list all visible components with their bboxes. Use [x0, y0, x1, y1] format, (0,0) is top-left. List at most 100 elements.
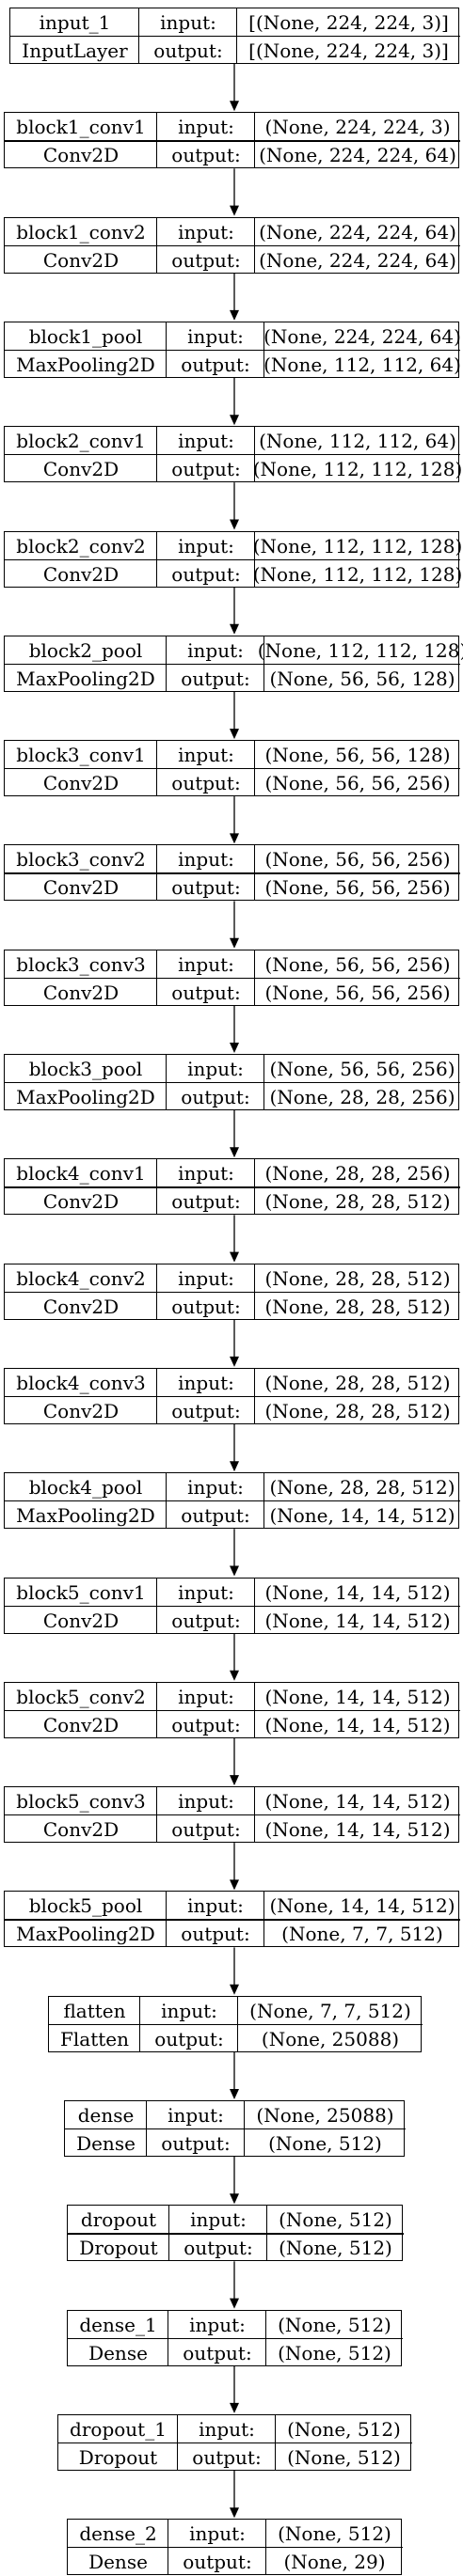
layer-name: block3_pool	[28, 1058, 143, 1080]
row-divider	[5, 244, 255, 246]
row-divider	[255, 454, 460, 456]
input-label: input:	[187, 1476, 244, 1500]
layer-type: MaxPooling2D	[16, 1504, 155, 1528]
output-shape: (None, 28, 28, 256)	[269, 1086, 455, 1108]
input-shape: (None, 224, 224, 64)	[263, 324, 461, 348]
edge-arrow	[230, 1423, 239, 1472]
input-label: input:	[178, 1266, 234, 1290]
layer-type: Dense	[88, 2551, 148, 2574]
output-shape: (None, 512)	[278, 2341, 391, 2364]
output-label: output:	[171, 562, 241, 586]
input-label: input:	[189, 2313, 246, 2336]
layer-name: block1_conv2	[16, 220, 146, 243]
row-divider	[5, 1919, 264, 1921]
input-shape: (None, 56, 56, 256)	[269, 1058, 455, 1080]
layer-name: block5_conv3	[16, 1790, 146, 1814]
row-divider	[5, 1605, 255, 1607]
row-divider	[255, 1605, 460, 1607]
row-divider	[266, 2337, 403, 2339]
layer-name: block3_conv1	[16, 744, 146, 767]
input-shape: (None, 112, 112, 64)	[259, 430, 456, 453]
output-label: output:	[181, 1923, 250, 1946]
row-divider	[276, 2442, 412, 2444]
layer-type: MaxPooling2D	[16, 667, 155, 690]
input-label: input:	[187, 638, 244, 662]
edge-arrow	[230, 2470, 239, 2519]
row-divider	[5, 1500, 264, 1502]
output-label: output:	[183, 2341, 252, 2364]
output-shape: (None, 56, 56, 256)	[264, 981, 451, 1004]
row-divider	[68, 2233, 267, 2235]
input-shape: (None, 28, 28, 256)	[264, 1162, 451, 1186]
layer-name: block3_conv2	[16, 848, 146, 872]
layer-name: dense	[77, 2104, 135, 2127]
output-label: output:	[171, 1190, 241, 1214]
output-shape: (None, 56, 56, 128)	[269, 667, 455, 690]
output-shape: (None, 512)	[279, 2237, 392, 2260]
input-shape: (None, 28, 28, 512)	[269, 1476, 455, 1500]
output-shape: (None, 25088)	[261, 2027, 400, 2050]
output-shape: (None, 112, 112, 128)	[252, 562, 463, 586]
layer-type: MaxPooling2D	[16, 1086, 155, 1108]
input-label: input:	[178, 744, 234, 767]
output-shape: (None, 14, 14, 512)	[269, 1504, 455, 1528]
input-label: input:	[187, 324, 244, 348]
output-label: output:	[181, 1504, 250, 1528]
output-shape: (None, 224, 224, 64)	[259, 248, 456, 272]
input-shape: (None, 14, 14, 512)	[264, 1580, 451, 1604]
row-divider	[255, 1291, 460, 1293]
input-shape: (None, 112, 112, 128)	[252, 534, 463, 558]
input-shape: (None, 224, 224, 64)	[259, 220, 456, 243]
row-divider	[5, 768, 255, 770]
row-divider	[5, 1709, 255, 1712]
output-shape: (None, 14, 14, 512)	[264, 1713, 451, 1736]
layer-name: block4_conv2	[16, 1266, 146, 1290]
row-divider	[266, 2547, 403, 2549]
row-divider	[5, 1814, 255, 1816]
row-divider	[267, 2233, 404, 2235]
output-label: output:	[171, 1399, 241, 1422]
row-divider	[255, 768, 460, 770]
output-shape: (None, 29)	[283, 2551, 386, 2574]
row-divider	[255, 558, 460, 560]
layer-type: Dropout	[78, 2445, 158, 2469]
output-label: output:	[192, 2445, 262, 2469]
output-shape: (None, 112, 112, 128)	[252, 458, 463, 481]
output-label: output:	[171, 144, 241, 167]
layer-type: Conv2D	[42, 981, 120, 1004]
output-label: output:	[184, 2237, 253, 2260]
row-divider	[5, 872, 255, 874]
input-label: input:	[178, 1790, 234, 1814]
input-shape: (None, 14, 14, 512)	[264, 1685, 451, 1708]
input-shape: (None, 56, 56, 256)	[264, 848, 451, 872]
row-divider	[68, 2547, 266, 2549]
output-shape: (None, 28, 28, 512)	[264, 1399, 451, 1422]
output-label: output:	[171, 772, 241, 795]
input-label: input:	[160, 11, 216, 34]
output-shape: (None, 7, 7, 512)	[281, 1923, 443, 1946]
output-shape: (None, 512)	[268, 2132, 382, 2155]
output-label: output:	[181, 667, 250, 690]
edge-arrow	[230, 1843, 239, 1891]
row-divider	[255, 1709, 460, 1712]
layer-type: Conv2D	[42, 1609, 120, 1632]
row-divider	[264, 1082, 460, 1084]
input-label: input:	[168, 2104, 224, 2127]
layer-type: MaxPooling2D	[16, 1923, 155, 1946]
output-label: output:	[161, 2132, 231, 2155]
input-shape: (None, 14, 14, 512)	[269, 1894, 455, 1918]
row-divider	[5, 349, 264, 352]
input-shape: [(None, 224, 224, 3)]	[248, 11, 449, 34]
row-divider	[5, 454, 255, 456]
output-shape: (None, 56, 56, 256)	[264, 876, 451, 900]
edge-arrow	[230, 901, 239, 949]
edge-arrow	[230, 1529, 239, 1577]
